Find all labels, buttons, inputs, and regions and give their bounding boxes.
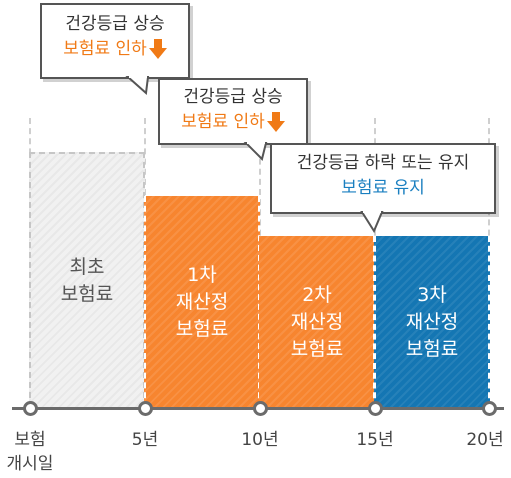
down-arrow-icon	[148, 39, 167, 59]
tick-label-20y: 20년	[466, 430, 504, 450]
timeline-dot	[482, 401, 497, 416]
tick-label-15y: 15년	[356, 430, 394, 450]
callout-pointer	[243, 140, 268, 161]
callout-grade-down-or-keep: 건강등급 하락 또는 유지 보험료 유지	[270, 143, 496, 214]
bar-label: 1차 재산정 보험료	[175, 263, 229, 340]
bar-first-recalculated-premium: 1차 재산정 보험료	[144, 196, 260, 408]
bar-second-recalculated-premium: 2차 재산정 보험료	[259, 236, 375, 408]
bar-label: 3차 재산정 보험료	[405, 283, 459, 360]
callout-grade-up-1: 건강등급 상승 보험료 인하	[40, 3, 190, 79]
timeline-dot	[368, 401, 383, 416]
down-arrow-icon	[266, 112, 285, 132]
callout-grade-up-2: 건강등급 상승 보험료 인하	[158, 78, 308, 145]
timeline-dot	[23, 401, 38, 416]
callout-line2: 보험료 인하	[63, 39, 147, 59]
bar-label: 2차 재산정 보험료	[290, 283, 344, 360]
callout-line1: 건강등급 하락 또는 유지	[296, 153, 470, 173]
bar-third-recalculated-premium: 3차 재산정 보험료	[374, 236, 490, 408]
tick-label-10y: 10년	[241, 430, 279, 450]
callout-line2: 보험료 유지	[341, 178, 425, 198]
bar-label: 최초 보험료	[60, 256, 114, 305]
callout-line2: 보험료 인하	[181, 112, 265, 132]
timeline-dot	[138, 401, 153, 416]
callout-pointer	[125, 74, 150, 96]
callout-line1: 건강등급 상승	[65, 14, 165, 34]
bar-initial-premium: 최초 보험료	[29, 152, 145, 408]
callout-line1: 건강등급 상승	[183, 87, 283, 107]
callout-pointer	[360, 209, 384, 234]
tick-label-start: 보험 개시일	[6, 430, 54, 474]
tick-label-5y: 5년	[131, 430, 159, 450]
timeline-dot	[253, 401, 268, 416]
